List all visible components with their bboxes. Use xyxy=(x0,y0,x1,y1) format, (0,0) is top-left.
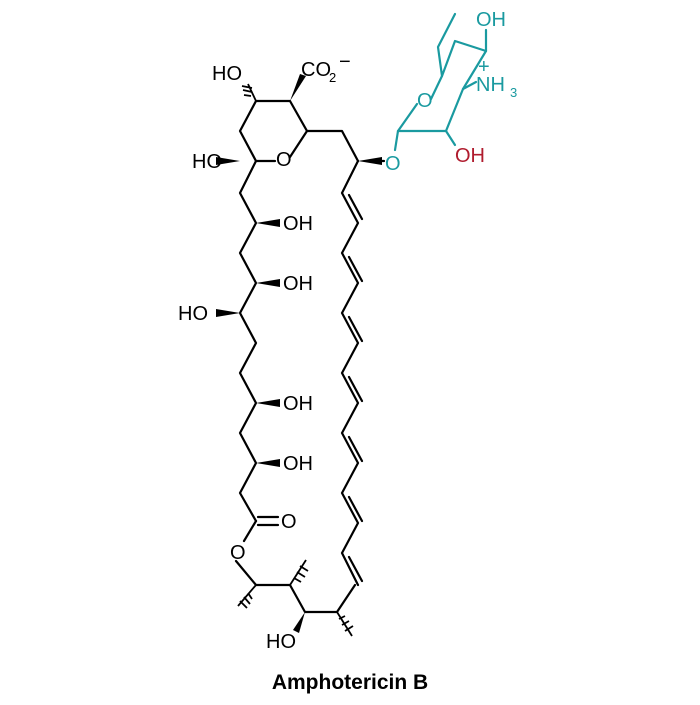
carbonyl-oxygen-label: O xyxy=(281,511,297,533)
sugar-ring-bonds xyxy=(396,39,488,133)
lower-methyl-hash xyxy=(237,584,257,609)
ho-left-label: HO xyxy=(178,303,208,325)
oh-label-4: OH xyxy=(283,453,313,475)
oh-label-2: OH xyxy=(283,273,313,295)
sugar-ring-oxygen-label: O xyxy=(417,90,433,112)
hemiketal-ring-bonds xyxy=(238,99,309,163)
stereo-wedges xyxy=(216,74,382,633)
co2-label: CO xyxy=(301,59,331,81)
bottom-methyl-hash xyxy=(336,611,354,637)
glycosidic-sugar-bond xyxy=(393,129,400,152)
hemiketal-oh-wedge xyxy=(216,157,240,165)
ho-bottom-wedge xyxy=(293,612,305,633)
oh4-wedge xyxy=(256,459,280,467)
upper-right-bonds xyxy=(305,129,360,163)
sugar-nh3-bond xyxy=(461,80,478,91)
ho-left-wedge xyxy=(216,309,240,317)
sugar-nh3-charge: + xyxy=(478,56,490,78)
lower-chain-bonds xyxy=(234,559,357,614)
sugar-methyl-bonds xyxy=(436,12,457,78)
oh-label-1: OH xyxy=(283,213,313,235)
glycosidic-oxygen-label: O xyxy=(385,153,401,175)
mycosamine-sugar xyxy=(396,12,488,147)
ester-bond xyxy=(242,519,258,543)
compound-name-caption: Amphotericin B xyxy=(271,671,429,694)
glyco-wedge xyxy=(358,157,382,165)
stereo-hashes xyxy=(237,83,354,637)
macrolactone-skeleton xyxy=(234,99,400,614)
sugar-red-oh-bond xyxy=(444,129,457,147)
co2-charge: − xyxy=(339,51,351,73)
sugar-oh-top-label: OH xyxy=(476,9,506,31)
upper-methyl-hash xyxy=(289,559,309,586)
ester-oxygen-label: O xyxy=(230,542,246,564)
oh2-wedge xyxy=(256,279,280,287)
ho-top-hash xyxy=(241,83,257,102)
co2-wedge xyxy=(290,74,306,101)
polyene-bonds xyxy=(340,159,360,587)
sugar-nh3-label: NH xyxy=(476,74,505,96)
ho-top-label: HO xyxy=(212,63,242,85)
co2-subscript: 2 xyxy=(329,70,336,85)
sugar-nh3-subscript: 3 xyxy=(510,85,517,100)
oh1-wedge xyxy=(256,219,280,227)
polyene-double-bonds xyxy=(347,193,364,583)
oh3-wedge xyxy=(256,399,280,407)
ho-bottom-label: HO xyxy=(266,631,296,653)
hemiketal-ho-label: HO xyxy=(192,151,222,173)
polyol-chain-bonds xyxy=(238,159,258,523)
oh-label-3: OH xyxy=(283,393,313,415)
atom-labels: HO CO 2 − O HO OH OH HO OH OH O O HO O O… xyxy=(178,9,517,653)
ring-oxygen-label: O xyxy=(276,149,292,171)
carbonyl-double-bond xyxy=(256,515,280,527)
sugar-oh-red-label: OH xyxy=(455,145,485,167)
